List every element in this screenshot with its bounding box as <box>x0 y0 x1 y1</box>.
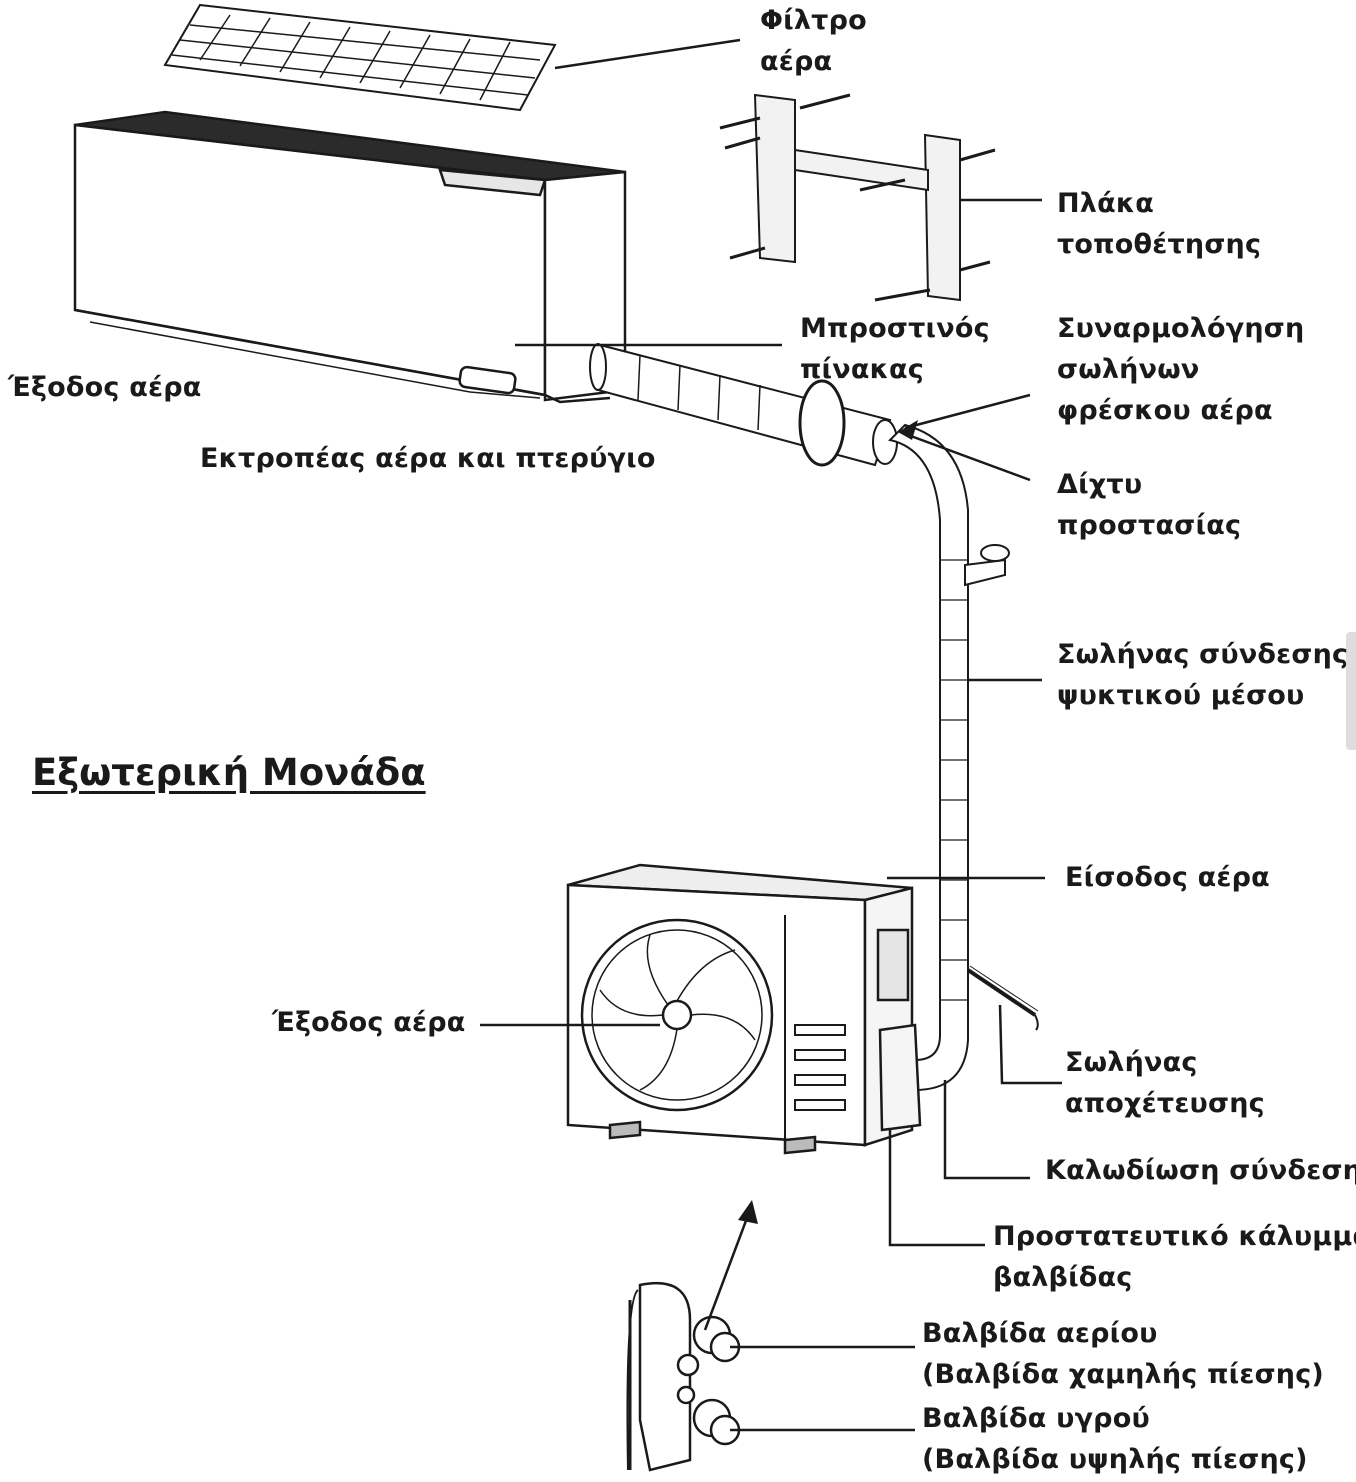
air-deflector-label: Εκτροπέας αέρα και πτερύγιο <box>200 443 656 474</box>
drain-pipe-illustration <box>966 965 1039 1031</box>
page-edge-tab <box>1346 632 1356 750</box>
section-heading: Εξωτερική Μονάδα <box>32 751 426 794</box>
refrigerant-pipe-illustration <box>888 423 1010 1092</box>
arrow-heads <box>738 420 918 1224</box>
air-inlet-label: Είσοδος αέρα <box>1065 862 1270 893</box>
indoor-unit-illustration <box>73 110 627 404</box>
valve-detail-illustration <box>626 1281 741 1472</box>
air-filter-illustration <box>163 3 557 112</box>
mounting-plate-illustration <box>719 93 996 302</box>
outdoor-unit-illustration <box>566 863 922 1155</box>
gas-valve-label: Βαλβίδα αερίου(Βαλβίδα χαμηλής πίεσης) <box>922 1318 1324 1390</box>
connection-wiring-label: Καλωδίωση σύνδεσης <box>1045 1155 1356 1186</box>
fresh-air-pipe-illustration <box>589 343 898 467</box>
leader-lines <box>480 38 1062 1432</box>
liquid-valve-label: Βαλβίδα υγρού(Βαλβίδα υψηλής πίεσης) <box>922 1403 1308 1475</box>
indoor-air-outlet-label: Έξοδος αέρα <box>8 372 202 403</box>
outdoor-air-outlet-label: Έξοδος αέρα <box>272 1007 466 1038</box>
